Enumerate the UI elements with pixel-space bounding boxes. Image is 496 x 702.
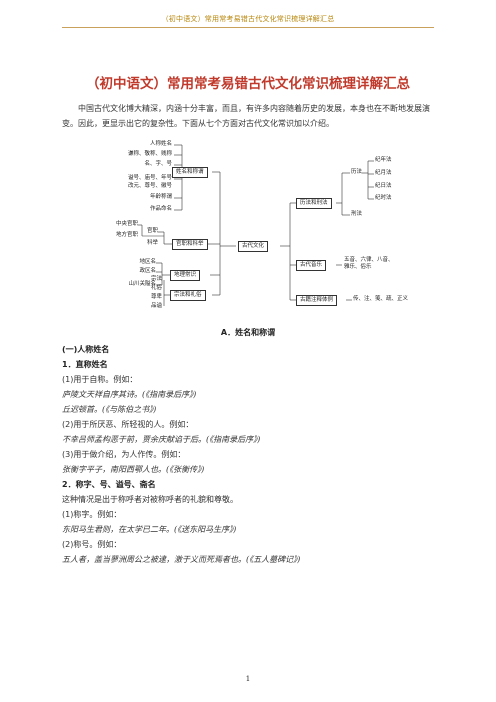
mind-map-leaf: 纪月法: [375, 170, 392, 176]
mind-map-leaf: 作品命名: [149, 206, 172, 212]
body-quote: 不幸吕师孟构恶于前，贾余庆献谄于后。(《指南录后序》): [62, 435, 261, 444]
mind-map-center-node: 古代文化: [238, 241, 269, 252]
mind-map-leaf: 纪年法: [375, 157, 392, 163]
body-quote: 丘迟顿首。(《与陈伯之书》): [62, 405, 157, 414]
section-heading-a: A．姓名和称谓: [220, 328, 276, 337]
body-quote: 五人者，盖当蓼洲周公之被逮，激于义而死焉者也。(《五人墓碑记》): [62, 555, 301, 564]
mind-map-leaf: 品谥: [150, 303, 162, 309]
body-text: (1)称字。例如：: [62, 510, 122, 519]
mind-map-leaf: 科举: [146, 240, 158, 246]
header-divider: [62, 27, 434, 28]
mind-map-leaf: 谦称、敬称、贱称: [127, 151, 172, 157]
mind-map-connectors: [138, 144, 374, 306]
body-text: (2)用于所厌恶、所轻视的人。例如：: [62, 420, 194, 429]
mind-map-leaf: 纪日法: [375, 183, 392, 189]
mind-map-leaf: 历法: [351, 169, 363, 175]
mind-map-leaf: 山川关隘名: [128, 281, 156, 287]
mind-map-leaf: 礼俗: [150, 285, 162, 291]
mind-map-leaf: 名、字、号: [144, 161, 172, 167]
mind-map-node-names: 姓名和称谓: [172, 167, 208, 178]
mind-map-node-annotation: 古籍注释体例: [296, 295, 338, 306]
mind-map-leaf: 尊卑: [150, 294, 162, 300]
mind-map-leaf: 改元、尊号、徽号: [127, 183, 172, 189]
body-text: (3)用于做介绍，为人作传。例如：: [62, 450, 186, 459]
body-quote: 东阳马生君则，在太学已二年。(《送东阳马生序》): [62, 525, 237, 534]
intro-paragraph: 中国古代文化博大精深，内涵十分丰富，而且，有许多内容随着历史的发展，本身也在不断…: [62, 104, 430, 128]
mind-map-leaf: 官职: [146, 228, 158, 234]
page-header: （初中语文）常用常考易错古代文化常识梳理详解汇总: [161, 15, 335, 23]
body-text: (2)称号。例如：: [62, 540, 122, 549]
mind-map-leaf: 地区名: [139, 259, 156, 265]
mind-map-leaf: 纪时法: [375, 195, 392, 201]
mind-map-node-officials: 官职和科举: [172, 239, 208, 250]
body-heading: 2．称字、号、谥号、斋名: [62, 480, 156, 489]
mind-map-leaf: 传、注、笺、疏、正义: [353, 296, 409, 302]
mind-map-leaf: 刑法: [351, 211, 363, 217]
mind-map-leaf: 年龄称谓: [149, 194, 172, 200]
body-text: 这种情况是出于称呼者对被称呼者的礼貌和尊敬。: [62, 495, 238, 504]
mind-map-leaf: 五音、六律、八音、雅乐、俗乐: [344, 257, 394, 270]
mind-map-leaf: 谥号、庙号、年号: [127, 175, 172, 181]
body-quote: 张衡字平子，南阳西鄂人也。(《张衡传》): [62, 465, 205, 474]
mind-map-leaf: 宗法: [150, 276, 162, 282]
body-heading: (一)人称姓名: [62, 345, 110, 354]
mind-map-leaf: 人称姓名: [149, 141, 172, 147]
mind-map-node-calendar: 历法和刑法: [296, 198, 332, 209]
mind-map-node-customs: 宗法和礼俗: [170, 290, 206, 301]
page-number: 1: [245, 675, 251, 683]
body-heading: 1．直称姓名: [62, 360, 108, 369]
document-title: （初中语文）常用常考易错古代文化常识梳理详解汇总: [86, 76, 410, 92]
mind-map-node-geography: 地理常识: [170, 270, 201, 281]
mind-map-leaf: 政区名: [139, 268, 156, 274]
mind-map-node-music: 古代音乐: [296, 260, 327, 271]
mind-map-diagram: 古代文化 姓名和称谓 人称姓名 谦称、敬称、贱称 名、字、号 谥号、庙号、年号 …: [100, 140, 408, 315]
body-text: (1)用于自称。例如：: [62, 375, 138, 384]
mind-map-leaf: 地方官职: [115, 232, 138, 238]
mind-map-leaf: 中央官职: [115, 221, 138, 227]
body-quote: 庐陵文天祥自序其诗。(《指南录后序》): [62, 390, 197, 399]
